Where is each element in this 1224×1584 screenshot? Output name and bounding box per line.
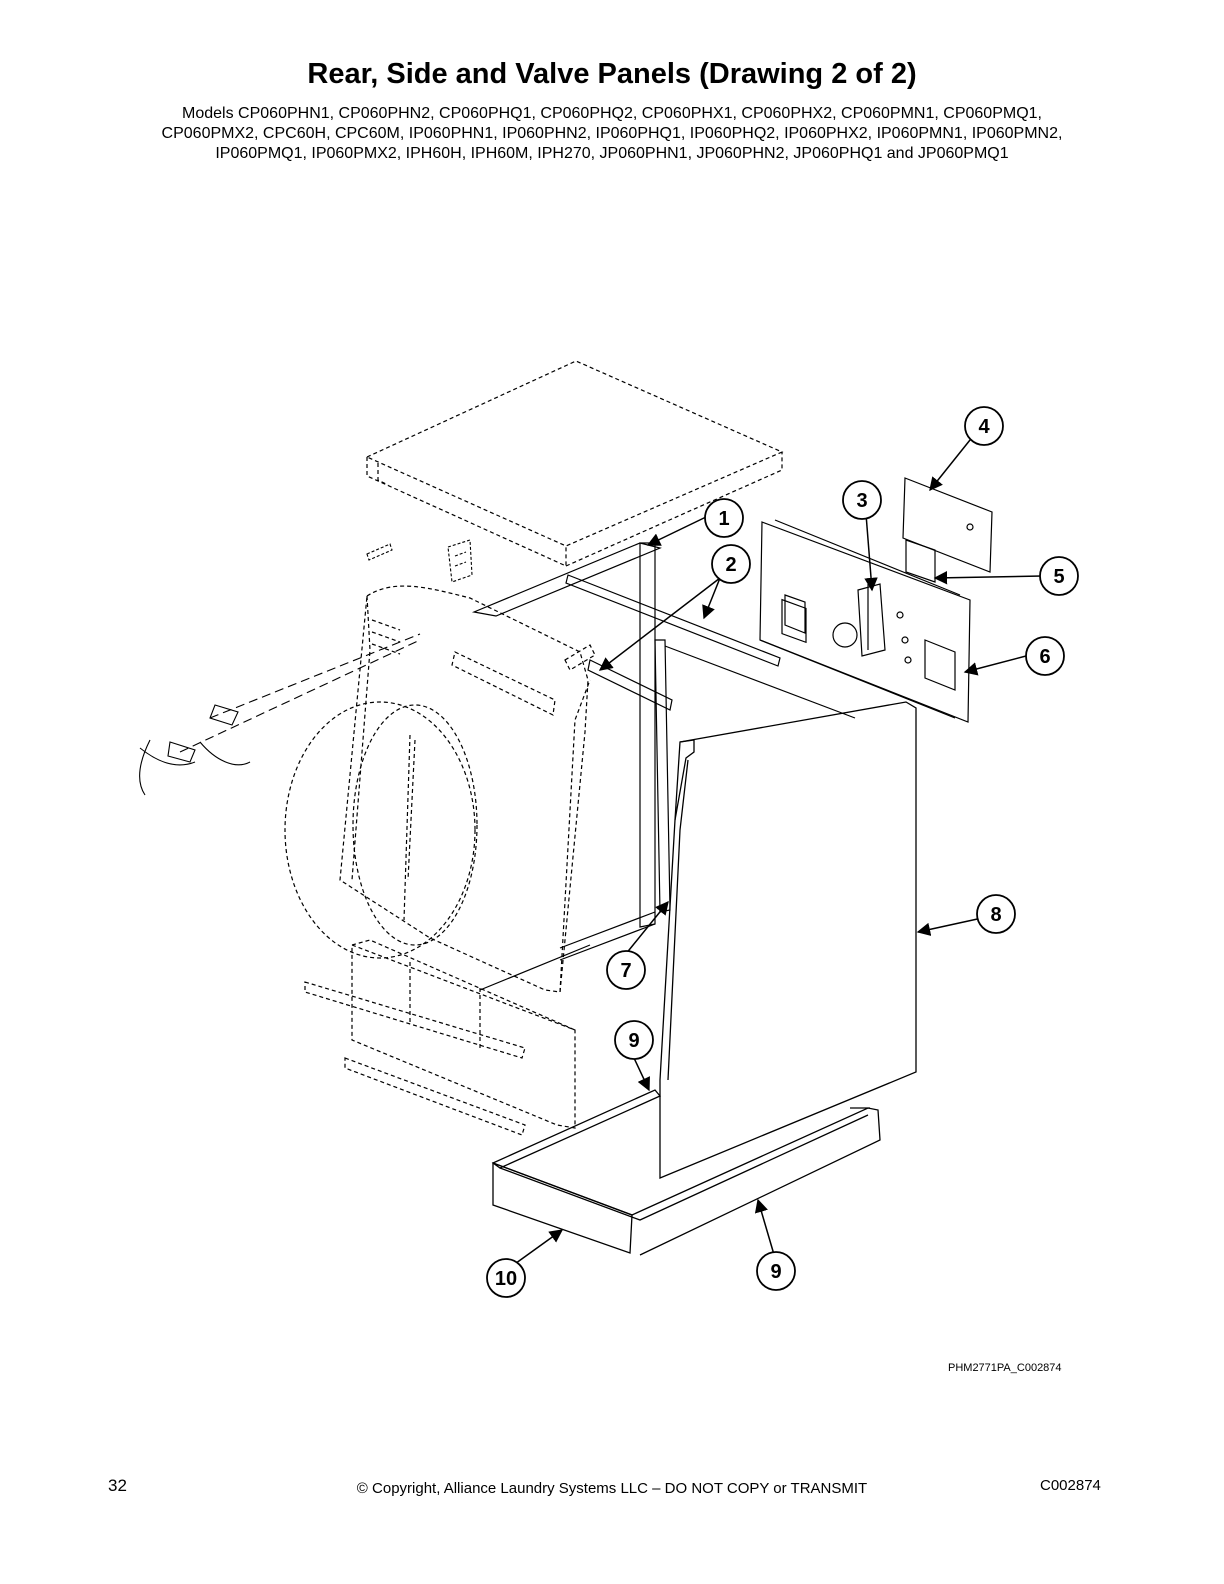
base-channel-drawing: [491, 1089, 881, 1256]
front-panel-drawing: [284, 585, 596, 993]
hinge-parts-drawing: [366, 539, 473, 583]
lower-front-panel-drawing: [304, 939, 576, 1136]
model-line-3: IP060PMQ1, IP060PMX2, IPH60H, IPH60M, IP…: [215, 145, 1009, 162]
rear-panel-drawing: [759, 477, 993, 723]
model-line-1: Models CP060PHN1, CP060PHN2, CP060PHQ1, …: [182, 105, 1042, 122]
callout-1: 1: [704, 498, 744, 538]
model-line-2: CP060PMX2, CPC60H, CPC60M, IP060PHN1, IP…: [161, 125, 1063, 142]
callout-7: 7: [606, 950, 646, 990]
svg-text:8: 8: [990, 904, 1001, 926]
document-code: C002874: [1040, 1477, 1101, 1494]
callout-leaders: [511, 439, 1043, 1267]
page-number: 32: [108, 1476, 127, 1495]
callout-5: 5: [1039, 556, 1079, 596]
callout-4: 4: [964, 406, 1004, 446]
svg-text:9: 9: [770, 1261, 781, 1283]
callout-9-upper: 9: [614, 1020, 654, 1060]
callout-badges: 1 2 3 4 5 6 7 8: [486, 406, 1079, 1298]
model-list: Models CP060PHN1, CP060PHN2, CP060PHQ1, …: [90, 104, 1134, 164]
callout-8: 8: [976, 894, 1016, 934]
callout-6: 6: [1025, 636, 1065, 676]
svg-text:6: 6: [1039, 646, 1050, 668]
drawing-reference-code: PHM2771PA_C002874: [948, 1362, 1062, 1374]
svg-text:9: 9: [628, 1030, 639, 1052]
svg-text:5: 5: [1053, 566, 1064, 588]
callout-2: 2: [711, 544, 751, 584]
cabinet-frame-drawing: [471, 542, 856, 991]
svg-text:7: 7: [620, 960, 631, 982]
copyright-notice: © Copyright, Alliance Laundry Systems LL…: [356, 1480, 868, 1497]
callout-9-lower: 9: [756, 1251, 796, 1291]
side-panel-drawing: [659, 701, 917, 1179]
callout-10: 10: [486, 1258, 526, 1298]
svg-text:3: 3: [856, 490, 867, 512]
callout-3: 3: [842, 480, 882, 520]
svg-text:1: 1: [718, 508, 729, 530]
svg-text:2: 2: [725, 554, 736, 576]
page-title: Rear, Side and Valve Panels (Drawing 2 o…: [307, 58, 917, 90]
valve-wiring-drawing: [139, 633, 421, 796]
top-panel-drawing: [365, 360, 784, 567]
svg-text:10: 10: [495, 1268, 517, 1290]
svg-text:4: 4: [978, 416, 990, 438]
